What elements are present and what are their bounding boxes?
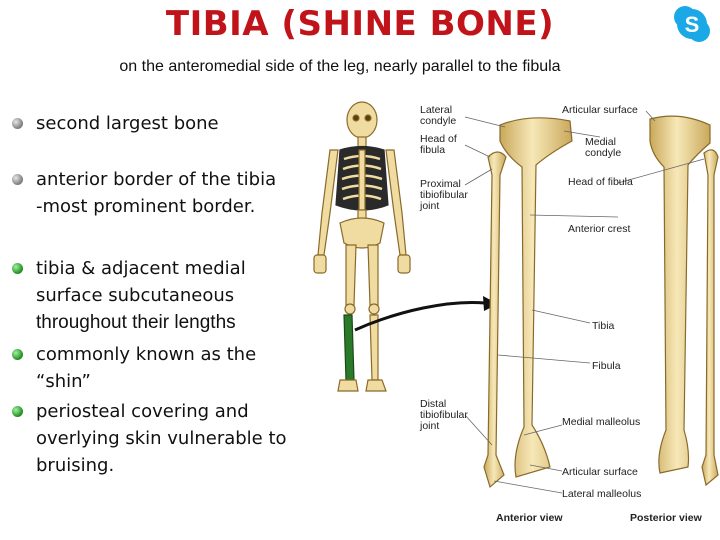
svg-text:S: S: [685, 12, 700, 37]
label-lateral-malleolus: Lateral malleolus: [562, 488, 641, 500]
bullet-item: periosteal covering and overlying skin v…: [12, 398, 312, 479]
label-medial-malleolus: Medial malleolus: [562, 416, 640, 428]
bullet-text: commonly known as the “shin”: [36, 344, 257, 392]
bullet-text: periosteal covering and overlying skin v…: [36, 401, 287, 476]
label-head-of-fibula-right: Head of fibula: [568, 176, 633, 188]
bullet-item: anterior border of the tibia -most promi…: [12, 166, 312, 220]
pointer-arrow-icon: [354, 301, 486, 332]
skype-logo-icon[interactable]: S: [672, 4, 712, 44]
bullet-text: second largest bone: [36, 113, 219, 134]
bullet-marker-icon: [12, 349, 23, 360]
label-tibia: Tibia: [592, 320, 615, 332]
bullet-marker-icon: [12, 174, 23, 185]
label-articular-surface-bottom: Articular surface: [562, 466, 638, 478]
anterior-view-bones: [483, 117, 573, 489]
skeleton-figure: [313, 101, 411, 392]
label-anterior-view: Anterior view: [496, 512, 563, 524]
bullet-item: tibia & adjacent medial surface subcutan…: [12, 255, 312, 336]
bullet-text: anterior border of the tibia -most promi…: [36, 169, 277, 217]
bullet-marker-icon: [12, 406, 23, 417]
label-fibula: Fibula: [592, 360, 621, 372]
bullet-text-continued: throughout their lengths: [36, 312, 236, 333]
bullet-text: tibia & adjacent medial surface subcutan…: [36, 258, 246, 306]
slide-title: TIBIA (SHINE BONE): [165, 4, 555, 44]
bullet-marker-icon: [12, 263, 23, 274]
label-articular-surface-top: Articular surface: [562, 104, 638, 116]
leader-lines: [464, 110, 705, 494]
label-anterior-crest: Anterior crest: [568, 223, 631, 235]
bullet-text-wrap: tibia & adjacent medial surface subcutan…: [36, 255, 312, 336]
bullet-marker-icon: [12, 118, 23, 129]
slide-subtitle: on the anteromedial side of the leg, nea…: [119, 58, 561, 75]
bullet-item: commonly known as the “shin”: [12, 341, 312, 395]
posterior-view-bones: [649, 115, 719, 487]
label-posterior-view: Posterior view: [630, 512, 703, 524]
bullet-item: second largest bone: [12, 110, 312, 137]
